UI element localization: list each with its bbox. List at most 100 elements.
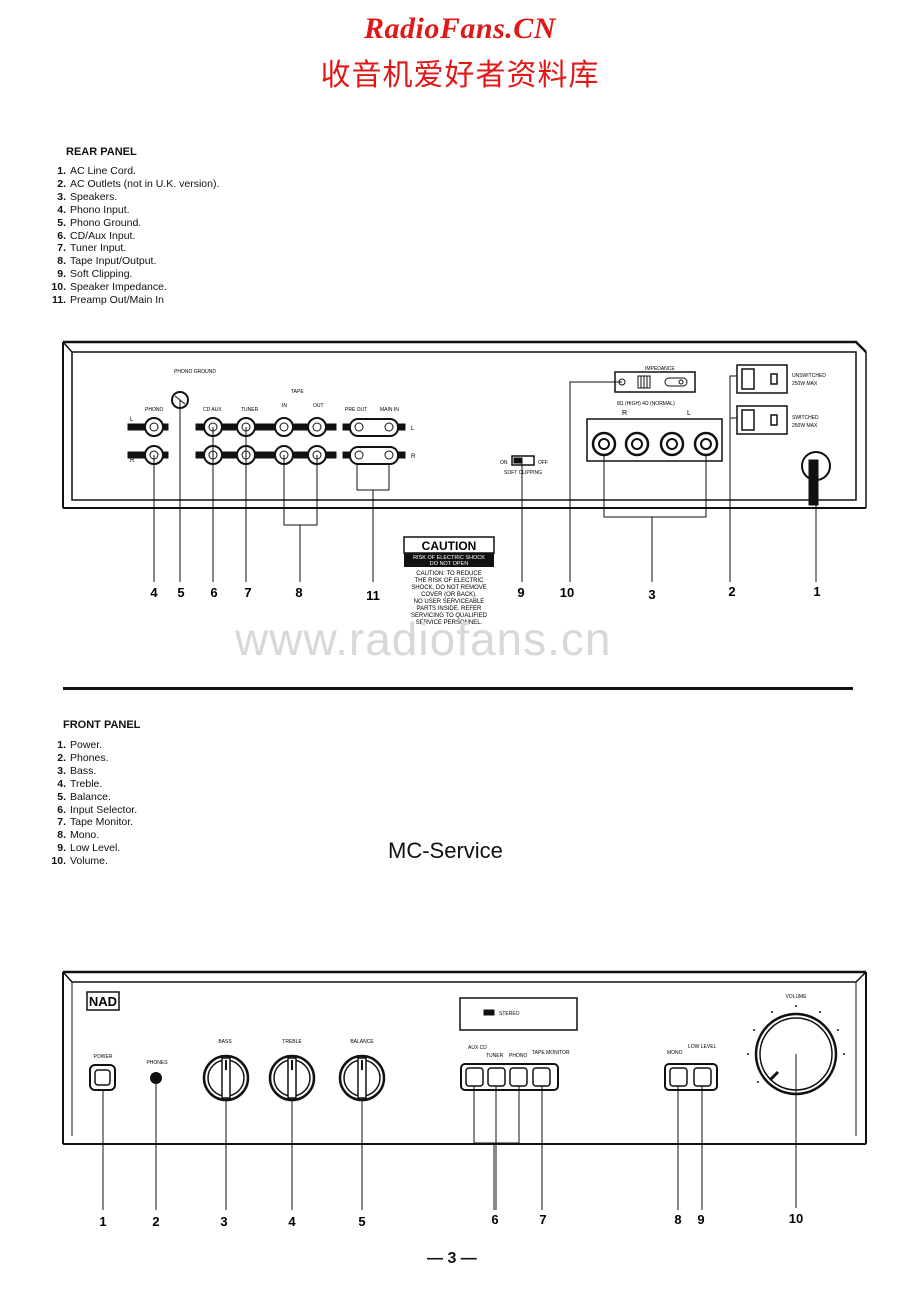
- callout-6: 6: [491, 1212, 498, 1227]
- speaker-r-label: R: [622, 410, 627, 417]
- phones-jack[interactable]: [150, 1072, 162, 1084]
- list-item: 2.Phones.: [57, 751, 109, 764]
- pre-out-label: PRE OUT: [345, 407, 367, 413]
- front-callouts: 1 2 3 4 5 6 7 8 9 10: [99, 1211, 803, 1229]
- svg-text:PARTS INSIDE. REFER: PARTS INSIDE. REFER: [417, 606, 482, 612]
- callout-7: 7: [539, 1212, 546, 1227]
- unswitched-label: UNSWITCHED: [792, 373, 826, 379]
- callout-4: 4: [150, 585, 158, 600]
- impedance-values: 8Ω (HIGH) 4Ω (NORMAL): [617, 401, 675, 407]
- nad-logo: [86, 991, 120, 1011]
- mono-label: MONO: [667, 1050, 683, 1056]
- soft-off-label: OFF: [538, 460, 548, 466]
- callout-8: 8: [674, 1212, 681, 1227]
- phono-jacks: [127, 417, 169, 465]
- front-chassis: [62, 970, 867, 1145]
- svg-text:SERVICING TO QUALIFIED: SERVICING TO QUALIFIED: [411, 613, 488, 619]
- callout-11: 11: [366, 588, 380, 603]
- callout-10: 10: [789, 1211, 803, 1226]
- tape-out-label: OUT: [313, 403, 324, 409]
- aux-cd-label: AUX CD: [468, 1045, 487, 1051]
- rear-panel-list: 1.AC Line Cord. 2.AC Outlets (not in U.K…: [50, 165, 219, 307]
- list-item: 1.AC Line Cord.: [57, 165, 136, 177]
- list-item: 2.AC Outlets (not in U.K. version).: [57, 177, 220, 190]
- bass-label: BASS: [218, 1039, 232, 1045]
- speaker-terminals: [586, 418, 723, 462]
- list-item: 9.Soft Clipping.: [57, 268, 133, 281]
- caution-open: DO NOT OPEN: [430, 561, 468, 567]
- list-item: 4.Treble.: [57, 777, 103, 790]
- front-panel-list: 1.Power. 2.Phones. 3.Bass. 4.Treble. 5.B…: [50, 739, 137, 868]
- list-item: 3.Bass.: [57, 764, 97, 777]
- rear-panel-diagram: PHONO L R PHONO GROUND CD AUX TUNER TAPE…: [62, 340, 867, 626]
- caution-shock: RISK OF ELECTRIC SHOCK: [413, 555, 485, 561]
- channel-l-label: L: [130, 417, 134, 423]
- channel-r-label: R: [130, 458, 135, 464]
- callout-2: 2: [728, 584, 735, 599]
- speaker-l-label: L: [687, 410, 691, 417]
- phono-ground-label: PHONO GROUND: [174, 369, 216, 375]
- cd-aux-label: CD AUX: [203, 407, 222, 413]
- list-item: 7.Tuner Input.: [57, 242, 127, 255]
- rear-callouts: 4 5 6 7 8 11 9 10 3 2 1: [150, 584, 820, 603]
- front-panel-diagram: NAD POWER PHONES BASS TREBLE BALANCE STE…: [62, 970, 867, 1229]
- power-label: POWER: [94, 1054, 113, 1060]
- ac-cord: [801, 451, 831, 506]
- main-r-label: R: [411, 454, 416, 460]
- rear-chassis: [62, 340, 867, 509]
- list-item: 1.Power.: [57, 739, 103, 751]
- impedance-switch: [614, 371, 696, 393]
- tuner-button-label: TUNER: [486, 1053, 504, 1059]
- tape-label: TAPE: [291, 389, 304, 395]
- list-item: 3.Speakers.: [57, 190, 118, 203]
- main-l-label: L: [411, 426, 415, 432]
- list-item: 10.Speaker Impedance.: [51, 281, 167, 294]
- list-item: 5.Balance.: [57, 790, 111, 803]
- callout-3: 3: [648, 587, 655, 602]
- callout-6: 6: [210, 585, 217, 600]
- rear-panel-title: REAR PANEL: [66, 146, 137, 158]
- svg-text:CAUTION: TO REDUCE: CAUTION: TO REDUCE: [416, 571, 481, 577]
- soft-clipping-label: SOFT CLIPPING: [504, 470, 542, 476]
- list-item: 11.Preamp Out/Main In: [51, 294, 164, 307]
- volume-scale-dots: [747, 1005, 845, 1083]
- site-title: RadioFans.CN: [364, 12, 556, 45]
- unswitched-rating: 250W MAX: [792, 381, 818, 387]
- callout-4: 4: [288, 1214, 296, 1229]
- svg-text:SERVICE PERSONNEL.: SERVICE PERSONNEL.: [416, 620, 483, 626]
- list-item: 8.Mono.: [57, 829, 100, 842]
- tape-monitor-label: TAPE MONITOR: [532, 1050, 570, 1056]
- display-text: STEREO: [499, 1011, 520, 1017]
- svg-text:SHOCK, DO NOT REMOVE: SHOCK, DO NOT REMOVE: [411, 585, 487, 591]
- low-level-label: LOW LEVEL: [688, 1044, 717, 1050]
- main-in-label: MAIN IN: [380, 407, 399, 413]
- svg-text:COVER (OR BACK).: COVER (OR BACK).: [421, 592, 477, 598]
- mono-low-level-buttons[interactable]: [664, 1063, 718, 1091]
- callout-9: 9: [517, 585, 524, 600]
- logo-text: NAD: [89, 994, 117, 1009]
- preamp-jacks: [342, 418, 406, 465]
- impedance-label: IMPEDANCE: [645, 366, 675, 372]
- callout-7: 7: [244, 585, 251, 600]
- list-item: 6.CD/Aux Input.: [57, 229, 136, 242]
- display-window: [459, 997, 578, 1031]
- svg-text:THE RISK OF ELECTRIC: THE RISK OF ELECTRIC: [414, 578, 484, 584]
- rear-leader-lines: [153, 375, 817, 582]
- bass-knob[interactable]: [202, 1054, 250, 1102]
- list-item: 9.Low Level.: [57, 842, 121, 855]
- soft-clipping-switch: [511, 455, 535, 466]
- volume-label: VOLUME: [785, 994, 807, 1000]
- ac-outlets: [736, 364, 788, 435]
- balance-label: BALANCE: [350, 1039, 374, 1045]
- treble-label: TREBLE: [282, 1039, 302, 1045]
- page-number: — 3 —: [427, 1250, 477, 1267]
- input-selector-buttons[interactable]: [460, 1063, 559, 1091]
- callout-1: 1: [813, 584, 820, 599]
- phones-label: PHONES: [146, 1060, 168, 1066]
- caution-label: [403, 536, 495, 567]
- callout-9: 9: [697, 1212, 704, 1227]
- treble-knob[interactable]: [268, 1054, 316, 1102]
- balance-knob[interactable]: [338, 1054, 386, 1102]
- section-divider: [63, 687, 853, 690]
- power-button[interactable]: [89, 1064, 116, 1091]
